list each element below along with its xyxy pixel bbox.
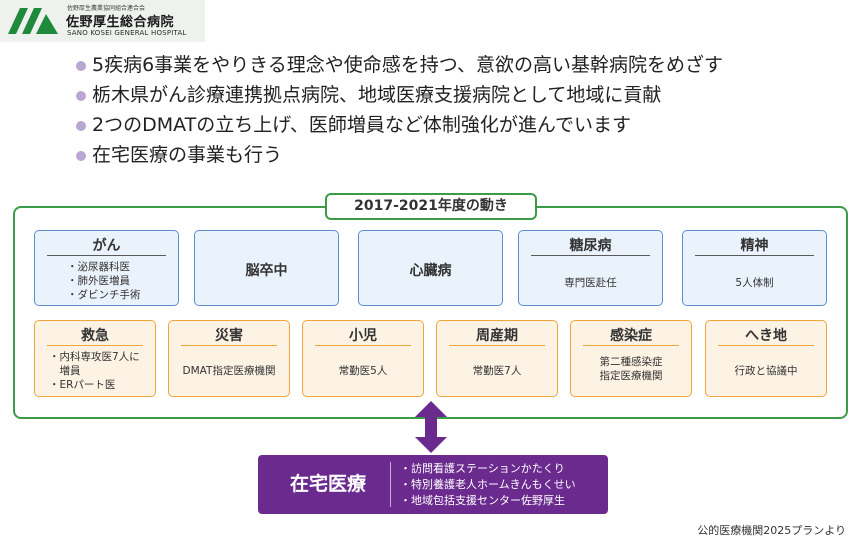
box-heading: がん [92,238,121,254]
disease-box-cancer: がん ・泌尿器科医 ・肺外医増員 ・ダビンチ手術 [34,230,179,306]
heading-divider [181,345,277,346]
project-box-pediatrics: 小児 常勤医5人 [302,320,424,397]
bullet-dot-icon [76,151,86,161]
box-heading: 小児 [349,328,377,344]
bullet-list: 5疾病6事業をやりきる理念や使命感を持つ、意欲の高い基幹病院をめざす 栃木県がん… [76,50,723,170]
box-heading: 糖尿病 [569,238,612,254]
project-box-infectious-disease: 感染症 第二種感染症 指定医療機関 [570,320,692,397]
box-detail: 常勤医7人 [472,365,522,377]
heading-divider [47,345,143,346]
home-care-divider [390,462,391,507]
box-detail: 第二種感染症 指定医療機関 [599,356,663,382]
heading-divider [315,345,411,346]
bullet-item: 5疾病6事業をやりきる理念や使命感を持つ、意欲の高い基幹病院をめざす [76,50,723,80]
box-detail: 5人体制 [735,277,774,289]
double-arrow-icon [415,401,447,453]
bullet-item: 在宅医療の事業も行う [76,140,723,170]
home-care-box: 在宅医療 ・訪問看護ステーションかたくり ・特別養護老人ホームきんもくせい ・地… [258,455,608,514]
box-heading: 精神 [740,238,769,254]
heading-divider [583,345,679,346]
box-heading: へき地 [745,328,787,344]
hospital-logo: 佐野厚生農業協同組合連合会 佐野厚生総合病院 SANO KOSEI GENERA… [0,0,205,42]
box-detail-list: ・内科専攻医7人に 増員 ・ERパート医 [49,351,140,391]
project-box-disaster: 災害 DMAT指定医療機関 [168,320,290,397]
bullet-dot-icon [76,61,86,71]
frame-title: 2017-2021年度の動き [325,193,537,220]
box-detail: DMAT指定医療機関 [182,365,276,377]
bullet-dot-icon [76,91,86,101]
home-care-item: ・地域包括支援センター佐野厚生 [400,494,565,507]
project-box-emergency: 救急 ・内科専攻医7人に 増員 ・ERパート医 [34,320,156,397]
disease-box-heart: 心臓病 [358,230,503,306]
heading-divider [695,255,814,256]
home-care-item: ・訪問看護ステーションかたくり [400,462,565,475]
heading-divider [718,345,814,346]
box-detail: 常勤医5人 [338,365,388,377]
box-heading: 災害 [215,328,243,344]
heading-divider [449,345,545,346]
disease-box-diabetes: 糖尿病 専門医赴任 [518,230,663,306]
project-box-perinatal: 周産期 常勤医7人 [436,320,558,397]
bullet-dot-icon [76,121,86,131]
bullet-item: 2つのDMATの立ち上げ、医師増員など体制強化が進んでいます [76,110,723,140]
home-care-item: ・特別養護老人ホームきんもくせい [400,478,576,491]
logo-hospital-name: 佐野厚生総合病院 [66,15,175,30]
heading-divider [531,255,650,256]
home-care-title: 在宅医療 [289,473,366,495]
ja-logo-icon [8,8,58,34]
home-care-list: ・訪問看護ステーションかたくり ・特別養護老人ホームきんもくせい ・地域包括支援… [400,461,576,509]
disease-box-psychiatry: 精神 5人体制 [682,230,827,306]
box-detail: 専門医赴任 [564,277,617,289]
box-heading: 救急 [81,328,109,344]
logo-organization: 佐野厚生農業協同組合連合会 [67,5,146,12]
bullet-item: 栃木県がん診療連携拠点病院、地域医療支援病院として地域に貢献 [76,80,723,110]
source-note: 公的医療機関2025プランより [697,524,846,537]
box-heading: 脳卒中 [245,263,288,279]
box-heading: 感染症 [610,328,652,344]
logo-english-name: SANO KOSEI GENERAL HOSPITAL [67,29,187,37]
box-detail-list: ・泌尿器科医 ・肺外医増員 ・ダビンチ手術 [67,261,141,301]
box-detail: 行政と協議中 [734,365,798,377]
heading-divider [47,255,166,256]
box-heading: 周産期 [476,328,518,344]
box-heading: 心臓病 [409,263,452,279]
disease-box-stroke: 脳卒中 [194,230,339,306]
project-box-remote-areas: へき地 行政と協議中 [705,320,827,397]
